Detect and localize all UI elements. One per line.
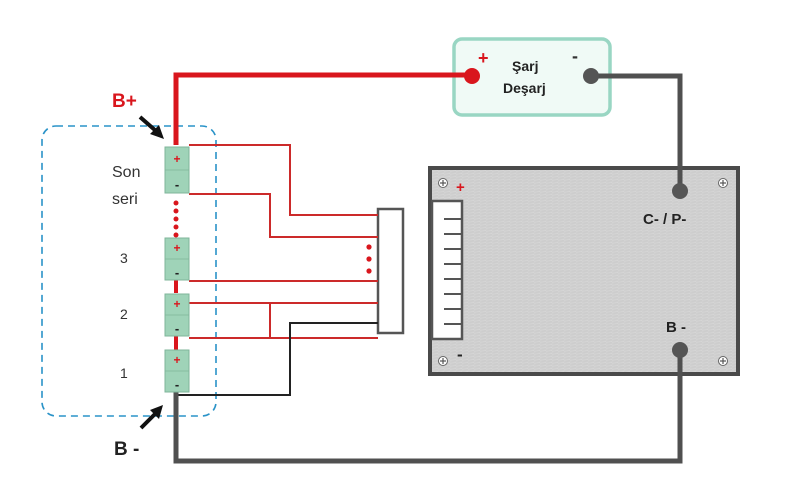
svg-text:-: - xyxy=(175,177,179,192)
balance-plug xyxy=(376,207,405,335)
svg-text:+: + xyxy=(173,297,180,311)
board-minus-label: - xyxy=(457,345,463,364)
svg-text:-: - xyxy=(175,321,179,336)
arrow-icon xyxy=(139,405,163,430)
svg-text:+: + xyxy=(173,241,180,255)
balance-wire-b-minus xyxy=(176,322,378,396)
board-c-minus-terminal xyxy=(672,183,688,199)
cell-son-seri: + - xyxy=(164,146,190,194)
svg-text:-: - xyxy=(175,377,179,392)
b-minus-label: B - xyxy=(114,439,139,460)
svg-text:+: + xyxy=(173,152,180,166)
board-b-minus-label: B - xyxy=(666,319,686,336)
charger-title-line1: Şarj xyxy=(512,58,538,74)
charger-minus-label: - xyxy=(572,46,578,66)
c-minus-p-minus-label: C- / P- xyxy=(643,211,686,228)
plug-ellipsis-icon xyxy=(366,244,372,274)
cell-2: + - xyxy=(164,293,190,337)
svg-text:+: + xyxy=(173,353,180,367)
charger-title-line2: Deşarj xyxy=(503,80,546,96)
arrow-icon xyxy=(138,115,164,139)
cell-1-label: 1 xyxy=(120,365,128,381)
svg-text:-: - xyxy=(175,265,179,280)
bms-board xyxy=(428,166,740,376)
gray-wires xyxy=(173,73,683,464)
balance-wires xyxy=(189,144,378,339)
seri-label: seri xyxy=(112,191,138,208)
charger-plus-terminal xyxy=(464,68,480,84)
cell-1: + - xyxy=(164,349,190,393)
cell-3-label: 3 xyxy=(120,250,128,266)
charger-minus-terminal xyxy=(583,68,599,84)
board-plus-label: + xyxy=(456,179,465,196)
cell-3: + - xyxy=(164,237,190,281)
charger-plus-label: + xyxy=(478,48,489,68)
battery-pack-outline xyxy=(41,125,217,417)
main-positive-wire xyxy=(173,72,472,145)
b-plus-label: B+ xyxy=(112,91,137,112)
son-label: Son xyxy=(112,164,140,181)
cell-2-label: 2 xyxy=(120,306,128,322)
board-balance-socket xyxy=(430,199,464,341)
board-b-minus-terminal xyxy=(672,342,688,358)
series-ellipsis-icon xyxy=(173,200,179,238)
